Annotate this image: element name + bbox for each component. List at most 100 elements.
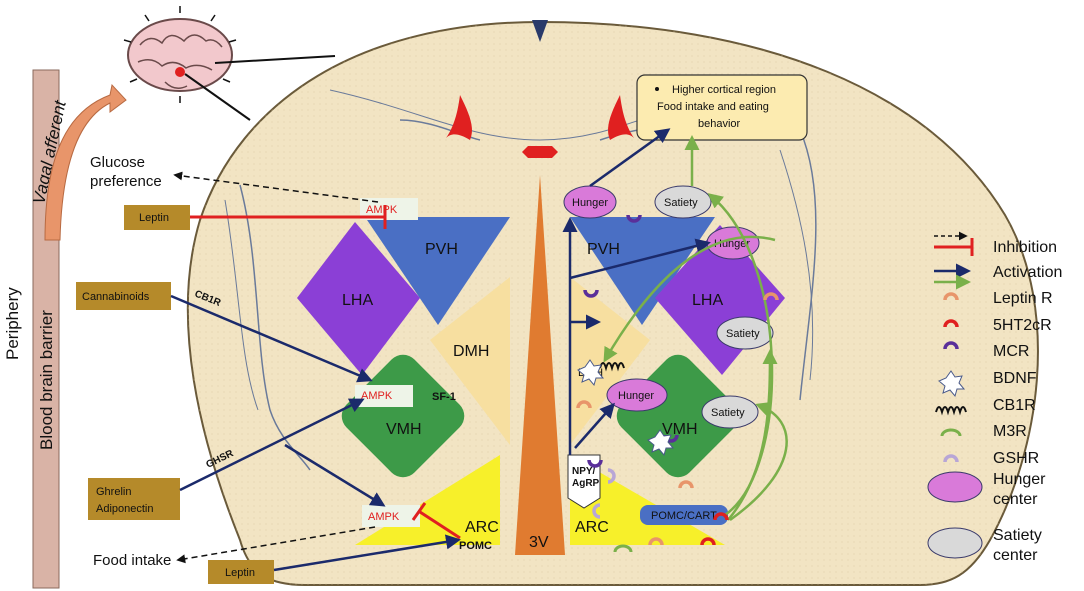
mcr-icon (943, 341, 959, 350)
activation-arrow-npy-vmh (574, 402, 615, 449)
activation-arrow-ghsr (179, 398, 365, 492)
ampk-box-arc (362, 505, 420, 527)
dashed-arrow-food-intake (176, 526, 376, 564)
inhibition-line-pomc (419, 510, 461, 540)
brain-connector-line-2 (184, 73, 251, 121)
glucose-pref-label-1: Glucose (90, 154, 145, 171)
cannabinoids-box (76, 282, 171, 310)
hunger-label-pvh: Hunger (572, 197, 608, 209)
brain-connector-line-1 (214, 55, 336, 64)
ventricle-mark-center (522, 146, 558, 158)
tissue-contour-right (799, 129, 817, 401)
mcr-icon-arc (587, 459, 603, 468)
ghrelin-adiponectin-box (88, 478, 180, 520)
cortical-label-1: Higher cortical region (672, 84, 776, 96)
hunger-label-vmh: Hunger (618, 390, 654, 402)
lha-left (297, 222, 420, 375)
dmh-left-label: DMH (453, 343, 489, 360)
ampk-box-pvh (360, 198, 418, 220)
legend-label-inhibition: Inhibition (993, 239, 1057, 256)
leptin-box-bottom (208, 560, 274, 584)
third-ventricle (515, 175, 565, 555)
pomc-label: POMC (459, 540, 492, 552)
vmh-right-label: VMH (662, 421, 698, 438)
leptin-r-icon-lha (763, 292, 779, 301)
cb1r-icon-dmh (599, 362, 625, 372)
cortical-region-box (636, 74, 808, 141)
leptin-label-bottom: Leptin (225, 567, 255, 579)
third-ventricle-label: 3V (529, 534, 549, 551)
glucose-pref-label-2: preference (90, 173, 162, 190)
ampk-label-vmh: AMPK (361, 390, 393, 402)
leptin-r-icon-arc-1 (678, 480, 694, 489)
bbb-label: Blood brain barrier (37, 310, 56, 450)
pvh-left (365, 217, 510, 325)
bdnf-icon (938, 370, 966, 398)
legend-label-mcr: MCR (993, 343, 1029, 360)
gshr-icon-npy (607, 468, 616, 484)
pvh-left-label: PVH (425, 241, 458, 258)
legend-label-hunger: Hunger (993, 471, 1046, 488)
pomc-cart-label: POMC/CART (651, 510, 717, 522)
arc-right-label: ARC (575, 519, 609, 536)
npy-label-1: NPY/ (572, 466, 596, 477)
cannabinoids-label: Cannabinoids (82, 291, 150, 303)
5ht2cr-icon (943, 319, 959, 328)
green-arrow-lha-dmh (603, 235, 776, 363)
satiety-label-lha: Satiety (726, 328, 760, 340)
ampk-label-arc: AMPK (368, 511, 400, 523)
lha-left-label: LHA (342, 292, 373, 309)
satiety-center-icon (927, 527, 983, 559)
bdnf-icon-dmh (577, 359, 605, 387)
activation-arrow-hunger-cortex (589, 128, 671, 188)
leptin-label-top: Leptin (139, 212, 169, 224)
mcr-icon-pvh (626, 214, 642, 223)
pvh-right-label: PVH (587, 241, 620, 258)
ampk-box-vmh (355, 385, 413, 407)
adiponectin-label: Adiponectin (96, 503, 154, 515)
m3r-icon (940, 428, 962, 437)
dashed-arrow-glucose (173, 171, 379, 203)
ventricle-mark-left (446, 95, 472, 140)
npy-label-2: AgRP (572, 478, 600, 489)
midline-notch (532, 20, 548, 42)
sf1-label: SF-1 (432, 391, 456, 403)
vagal-afferent-arrow (44, 83, 127, 241)
legend-label-activation: Activation (993, 264, 1062, 281)
5ht2cr-icon-arc-2 (713, 512, 729, 521)
npy-agrp-tag (567, 454, 601, 509)
bdnf-icon-vmh (647, 429, 675, 457)
ghrelin-label: Ghrelin (96, 486, 131, 498)
cortical-label-2: Food intake and eating (657, 101, 769, 113)
legend-label-m3r: M3R (993, 423, 1027, 440)
arc-left-label: ARC (465, 519, 499, 536)
blood-brain-barrier-bar (32, 69, 60, 589)
activation-arrow-npy-lha (569, 238, 711, 280)
cb1r-icon (935, 406, 967, 416)
legend-label-satiety: Satiety (993, 527, 1042, 544)
lha-right-label: LHA (692, 292, 723, 309)
periphery-label: Periphery (3, 287, 22, 360)
gshr-icon (943, 454, 959, 463)
hunger-center-vmh (606, 378, 668, 412)
hunger-center-icon (927, 471, 983, 503)
activation-arrow-vmh-arc (284, 443, 386, 507)
vmh-left-label: VMH (386, 421, 422, 438)
food-intake-label: Food intake (93, 552, 171, 569)
ventricle-mark-right (608, 95, 634, 140)
pvh-right (570, 217, 715, 325)
legend-label-gshr: GSHR (993, 450, 1039, 467)
legend-label-satiety-2: center (993, 547, 1038, 564)
leptin-r-icon (943, 292, 959, 301)
green-arrow-pomc-vmh (729, 401, 788, 522)
legend-label-5ht2cr: 5HT2cR (993, 317, 1052, 334)
satiety-label-pvh: Satiety (664, 197, 698, 209)
leptin-r-icon-vmh (576, 400, 592, 409)
activation-arrow-leptin-pomc (273, 534, 461, 572)
legend-label-cb1r: CB1R (993, 397, 1036, 414)
leptin-box-top (124, 205, 190, 230)
gshr-icon-arc (592, 503, 601, 519)
5ht2cr-icon-arc-1 (700, 537, 716, 546)
mcr-icon-dmh (583, 289, 599, 298)
